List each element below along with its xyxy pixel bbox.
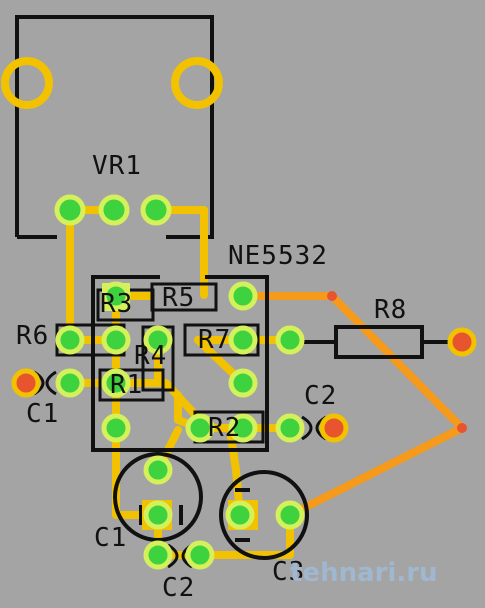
ic-pin-pad: [101, 325, 131, 355]
c1-top-pad: [143, 455, 173, 485]
vr1-pin2-pad: [98, 194, 130, 226]
r4-pad: [143, 325, 173, 355]
red-pads: [11, 327, 477, 443]
label-c1-left: C1: [26, 399, 59, 429]
r6-pad: [55, 325, 85, 355]
label-r2: R2: [208, 413, 241, 443]
trace-junction-top: [327, 291, 337, 301]
label-c3: C3: [272, 557, 305, 587]
label-r1: R1: [110, 370, 143, 400]
label-r6: R6: [16, 321, 49, 351]
component-boxes: [55, 282, 265, 444]
c3-electrolytic-outline: [219, 470, 309, 560]
r7-pad: [275, 325, 305, 355]
trace-junction-right: [457, 423, 467, 433]
ic-pin-pad: [101, 368, 131, 398]
ic-pin-pad: [228, 281, 258, 311]
watermark: tehnari.ru: [290, 558, 438, 588]
ne5532-outline: [91, 275, 269, 452]
label-vr1: VR1: [92, 151, 142, 181]
c2-bottom-pad: [143, 540, 173, 570]
label-c2-bottom: C2: [162, 573, 195, 603]
r2-pad: [275, 413, 305, 443]
label-r3: R3: [100, 289, 133, 319]
input-pad: [11, 368, 41, 398]
c2-right-pad: [319, 413, 349, 443]
polarity-marks: [139, 488, 250, 542]
pads: [54, 194, 305, 570]
ic-pin-pad: [101, 413, 131, 443]
r1-pad: [55, 368, 85, 398]
c1-pad: [143, 500, 173, 530]
r2-left-pad: [185, 413, 215, 443]
c2-bottom-pad: [185, 540, 215, 570]
ic-pin-pad: [101, 281, 131, 311]
r1-box: [98, 368, 165, 402]
orange-traces: [239, 292, 466, 519]
label-r7: R7: [198, 325, 231, 355]
label-r8: R8: [374, 295, 407, 325]
label-ne5532: NE5532: [228, 241, 328, 271]
vr1-pin3-pad: [140, 194, 172, 226]
vr1-mount-hole-right: [171, 57, 223, 109]
ic-pin-pad: [228, 368, 258, 398]
label-c2-right: C2: [304, 381, 337, 411]
vr1-mount-hole-left: [1, 57, 53, 109]
r7-box: [183, 323, 260, 357]
c1-electrolytic-outline: [113, 452, 203, 542]
electrolytic-capacitors: [113, 452, 309, 560]
vr1-pin1-pad: [54, 194, 86, 226]
output-pad: [447, 327, 477, 357]
c3-pad: [275, 500, 305, 530]
vr1-outline: [15, 15, 214, 239]
ic-pin-pad: [228, 325, 258, 355]
label-r5: R5: [162, 283, 195, 313]
ic-pin-pad: [228, 413, 258, 443]
label-c1-bottom: C1: [94, 523, 127, 553]
label-r4: R4: [134, 341, 167, 371]
c3-pad: [225, 500, 255, 530]
